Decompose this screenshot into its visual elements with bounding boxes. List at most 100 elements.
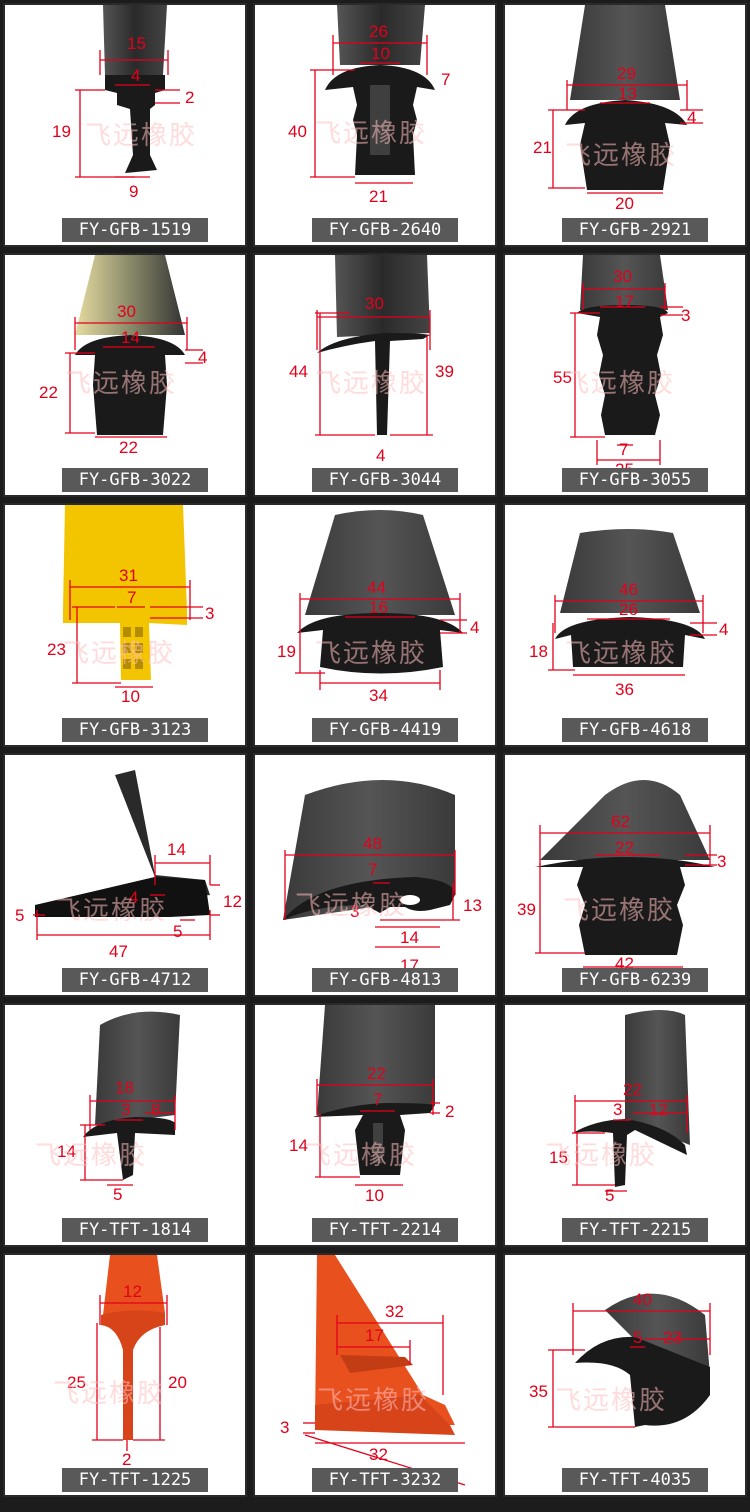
product-card[interactable]: 26 10 7 40 21 飞远橡胶 FY-GFB-2640 — [253, 3, 497, 247]
dim-label: 20 — [615, 194, 634, 213]
dim-label: 2 — [122, 1450, 131, 1469]
model-label: FY-GFB-4813 — [312, 968, 458, 992]
dim-label: 4 — [470, 618, 479, 637]
dim-label: 20 — [168, 1373, 187, 1392]
watermark: 飞远橡胶 — [65, 369, 178, 399]
dim-label: 44 — [289, 362, 308, 381]
model-label: FY-TFT-3232 — [312, 1468, 458, 1492]
profile-drawing: 30 17 3 55 7 25 — [553, 255, 690, 479]
dim-label: 12 — [649, 1100, 668, 1119]
watermark: 飞远橡胶 — [563, 896, 676, 926]
profile-drawing: 46 26 4 18 36 — [529, 529, 728, 699]
model-label: FY-GFB-4419 — [312, 718, 458, 742]
dim-label: 10 — [371, 44, 390, 63]
dim-label: 21 — [533, 138, 552, 157]
dim-label: 2 — [445, 1102, 454, 1121]
product-card[interactable]: 30 17 3 55 7 25 飞远橡胶 FY-GFB-3055 — [503, 253, 747, 497]
product-card[interactable]: 15 4 2 19 9 飞远橡胶 FY-GFB-1519 — [3, 3, 247, 247]
dim-label: 14 — [57, 1142, 76, 1161]
dim-label: 19 — [277, 642, 296, 661]
dim-label: 48 — [363, 834, 382, 853]
profile-drawing: 30 14 4 22 22 — [39, 255, 207, 457]
dim-label: 5 — [633, 1328, 642, 1347]
dim-label: 25 — [67, 1373, 86, 1392]
dim-label: 32 — [369, 1445, 388, 1464]
product-card[interactable]: 30 14 4 22 22 飞远橡胶 FY-GFB-3022 — [3, 253, 247, 497]
model-label: FY-GFB-4712 — [62, 968, 208, 992]
watermark: 飞远橡胶 — [555, 1386, 668, 1416]
model-label: FY-GFB-3022 — [62, 468, 208, 492]
watermark: 飞远橡胶 — [295, 891, 408, 921]
watermark: 飞远橡胶 — [563, 369, 676, 399]
dim-label: 9 — [129, 182, 138, 201]
watermark: 飞远橡胶 — [85, 121, 198, 151]
dim-label: 4 — [198, 348, 207, 367]
dim-label: 4 — [687, 108, 696, 127]
product-card[interactable]: 14 4 12 5 5 47 飞远橡胶 FY-GFB-4712 — [3, 753, 247, 997]
product-card[interactable]: 44 16 4 19 34 飞远橡胶 FY-GFB-4419 — [253, 503, 497, 747]
dim-label: 36 — [615, 680, 634, 699]
profile-drawing: 62 22 3 39 42 — [517, 780, 726, 973]
dim-label: 17 — [365, 1326, 384, 1345]
dim-label: 13 — [618, 84, 637, 103]
dim-label: 23 — [663, 1328, 682, 1347]
dim-label: 5 — [605, 1186, 614, 1205]
product-card[interactable]: 32 17 3 32 飞远橡胶 FY-TFT-3232 — [253, 1253, 497, 1497]
model-label: FY-TFT-2215 — [562, 1218, 708, 1242]
dim-label: 32 — [385, 1302, 404, 1321]
product-card[interactable]: 62 22 3 39 42 飞远橡胶 FY-GFB-6239 — [503, 753, 747, 997]
dim-label: 8 — [151, 1100, 160, 1119]
model-label: FY-TFT-4035 — [562, 1468, 708, 1492]
dim-label: 5 — [15, 906, 24, 925]
dim-label: 30 — [613, 267, 632, 286]
profile-drawing: 30 44 39 4 — [289, 255, 454, 465]
dim-label: 40 — [288, 122, 307, 141]
dim-label: 4 — [131, 66, 140, 85]
model-label: FY-GFB-3055 — [562, 468, 708, 492]
profile-drawing: 26 10 7 40 21 — [288, 5, 450, 206]
model-label: FY-GFB-2921 — [562, 218, 708, 242]
dim-label: 21 — [369, 187, 388, 206]
watermark: 飞远橡胶 — [315, 369, 428, 399]
dim-label: 10 — [365, 1186, 384, 1205]
profile-drawing: 22 3 12 15 5 — [549, 1010, 690, 1205]
product-card[interactable]: 48 7 13 3 14 17 飞远橡胶 FY-GFB-4813 — [253, 753, 497, 997]
model-label: FY-GFB-1519 — [62, 218, 208, 242]
dim-label: 12 — [223, 892, 242, 911]
dim-label: 18 — [115, 1078, 134, 1097]
dim-label: 26 — [369, 22, 388, 41]
profile-drawing: 40 5 23 35 — [529, 1290, 711, 1428]
dim-label: 3 — [681, 306, 690, 325]
product-card[interactable]: 29 13 4 21 20 飞远橡胶 FY-GFB-2921 — [503, 3, 747, 247]
dim-label: 19 — [52, 122, 71, 141]
model-label: FY-GFB-4618 — [562, 718, 708, 742]
dim-label: 34 — [369, 686, 388, 705]
watermark: 飞远橡胶 — [35, 1141, 148, 1171]
dim-label: 13 — [463, 896, 482, 915]
dim-label: 4 — [719, 620, 728, 639]
dim-label: 5 — [113, 1185, 122, 1204]
profile-drawing: 15 4 2 19 9 — [52, 5, 194, 201]
dim-label: 22 — [623, 1080, 642, 1099]
profile-drawing: 44 16 4 19 34 — [277, 510, 479, 705]
dim-label: 26 — [619, 600, 638, 619]
product-card[interactable]: 40 5 23 35 飞远橡胶 FY-TFT-4035 — [503, 1253, 747, 1497]
dim-label: 12 — [123, 1282, 142, 1301]
dim-label: 29 — [617, 64, 636, 83]
dim-label: 5 — [173, 922, 182, 941]
product-card[interactable]: 22 3 12 15 5 飞远橡胶 FY-TFT-2215 — [503, 1003, 747, 1247]
dim-label: 14 — [289, 1136, 308, 1155]
product-card[interactable]: 22 7 2 14 10 飞远橡胶 FY-TFT-2214 — [253, 1003, 497, 1247]
watermark: 飞远橡胶 — [315, 639, 428, 669]
dim-label: 7 — [127, 588, 136, 607]
product-card[interactable]: 31 7 3 23 10 飞远橡胶 FY-GFB-3123 — [3, 503, 247, 747]
dim-label: 30 — [365, 294, 384, 313]
product-card[interactable]: 12 25 20 2 飞远橡胶 FY-TFT-1225 — [3, 1253, 247, 1497]
watermark: 飞远橡胶 — [565, 639, 678, 669]
product-card[interactable]: 30 44 39 4 飞远橡胶 FY-GFB-3044 — [253, 253, 497, 497]
dim-label: 31 — [119, 566, 138, 585]
product-card[interactable]: 18 3 8 14 5 飞远橡胶 FY-TFT-1814 — [3, 1003, 247, 1247]
profile-drawing: 32 17 3 32 — [280, 1255, 466, 1486]
product-card[interactable]: 46 26 4 18 36 飞远橡胶 FY-GFB-4618 — [503, 503, 747, 747]
dim-label: 7 — [619, 440, 628, 459]
